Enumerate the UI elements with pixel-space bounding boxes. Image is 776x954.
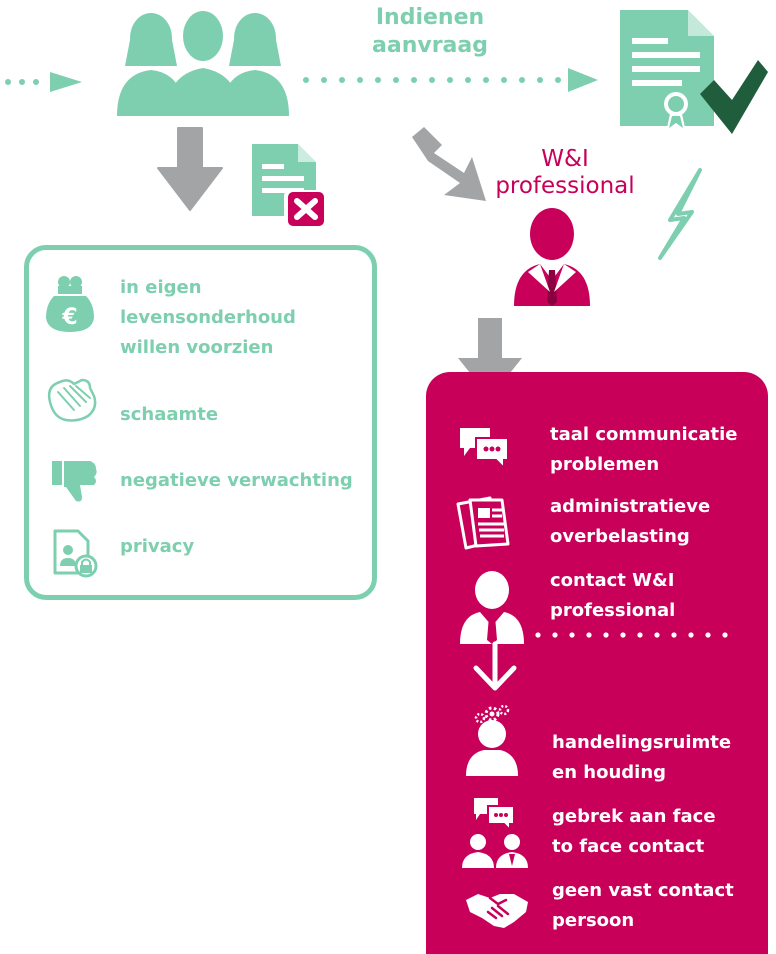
right-item-6-line1: geen vast contact — [552, 880, 734, 901]
right-item-3-line1: contact W&I — [550, 570, 675, 591]
professional-label: W&I professional — [480, 146, 650, 200]
right-item-4-line1: handelingsruimte — [552, 732, 732, 753]
professional-label-line1: W&I — [541, 146, 589, 172]
svg-text:€: € — [61, 305, 77, 330]
left-item-3: negatieve verwachting — [120, 470, 353, 491]
right-item-1-line1: taal communicatie — [550, 424, 738, 445]
professional-person-icon — [460, 571, 524, 644]
document-rejected-icon — [252, 144, 324, 228]
thumbs-down-icon — [52, 461, 97, 502]
professional-label-line2: professional — [495, 173, 635, 199]
approved-certificate-icon — [620, 10, 768, 134]
professional-avatar-icon — [514, 208, 590, 306]
covering-hands-icon — [47, 378, 97, 422]
right-item-5-line2: to face contact — [552, 836, 705, 857]
right-item-5: gebrek aan face to face contact — [552, 802, 762, 862]
right-item-2: administratieve overbelasting — [550, 492, 760, 552]
right-item-6: geen vast contact persoon — [552, 876, 762, 936]
diagonal-arrow — [412, 127, 486, 201]
euro-purse-icon: € — [46, 276, 94, 332]
right-item-1: taal communicatie problemen — [550, 420, 760, 480]
stacked-documents-icon — [456, 496, 510, 550]
submit-label-line1: Indienen — [375, 5, 485, 30]
down-arrow-left — [157, 127, 223, 211]
right-item-4: handelingsruimte en houding — [552, 728, 762, 788]
white-down-arrow — [473, 641, 517, 691]
left-item-1-line3: willen voorzien — [120, 337, 274, 358]
left-item-1-line2: levensonderhoud — [120, 307, 296, 328]
lightning-bolt-icon — [658, 168, 702, 260]
applicants-group-icon — [117, 8, 289, 116]
speech-bubbles-icon — [460, 428, 509, 471]
person-gears-icon — [466, 704, 518, 776]
right-item-1-line2: problemen — [550, 454, 660, 475]
submit-dotted-arrow — [303, 68, 598, 92]
right-item-2-line1: administratieve — [550, 496, 711, 517]
people-chat-icon — [462, 798, 528, 868]
left-item-4: privacy — [120, 536, 195, 557]
right-item-2-line2: overbelasting — [550, 526, 690, 547]
incoming-dotted-arrow — [5, 72, 82, 92]
right-item-4-line2: en houding — [552, 762, 667, 783]
white-dotted-divider — [535, 632, 728, 638]
submit-application-label: Indienen aanvraag — [340, 4, 520, 60]
right-item-6-line2: persoon — [552, 910, 635, 931]
right-item-5-line1: gebrek aan face — [552, 806, 716, 827]
submit-label-line2: aanvraag — [372, 33, 488, 58]
handshake-icon — [466, 894, 528, 928]
left-item-2: schaamte — [120, 404, 219, 425]
left-item-1: in eigen levensonderhoud willen voorzien — [120, 273, 360, 363]
document-lock-icon — [53, 529, 98, 578]
right-item-3: contact W&I professional — [550, 566, 760, 626]
left-item-1-line1: in eigen — [120, 277, 202, 298]
right-item-3-line2: professional — [550, 600, 676, 621]
